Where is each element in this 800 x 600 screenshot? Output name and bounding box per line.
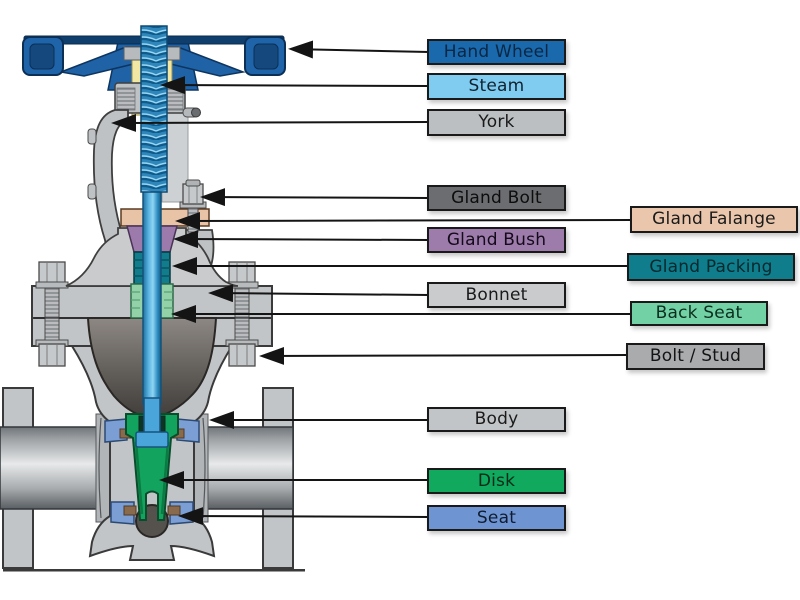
label-disk: Disk	[427, 468, 566, 494]
stem-graphic	[135, 25, 169, 448]
stud-right	[225, 261, 259, 367]
label-hand-wheel: Hand Wheel	[427, 39, 566, 65]
label-bonnet: Bonnet	[427, 282, 566, 308]
stud-left	[35, 261, 69, 367]
baseline-rule	[3, 569, 305, 572]
label-gland-bolt: Gland Bolt	[427, 185, 566, 211]
connector-gland-bolt	[200, 188, 430, 207]
label-gland-packing: Gland Packing	[627, 253, 795, 281]
connector-steam	[160, 76, 430, 95]
label-gland-falange: Gland Falange	[630, 206, 798, 233]
label-body: Body	[427, 407, 566, 432]
label-gland-bush: Gland Bush	[427, 227, 566, 253]
connector-york	[111, 113, 430, 132]
connector-hand-wheel	[288, 40, 430, 59]
label-seat: Seat	[427, 505, 566, 531]
label-back-seat: Back Seat	[630, 301, 768, 326]
connector-bonnet	[208, 284, 430, 303]
connector-gland-bush	[173, 230, 430, 249]
label-steam: Steam	[427, 73, 566, 100]
connector-seat	[178, 507, 430, 526]
connector-bolt-stud	[259, 346, 629, 365]
label-bolt-stud: Bolt / Stud	[626, 343, 765, 370]
connector-lines	[111, 40, 633, 526]
connector-gland-falange	[175, 211, 633, 230]
label-york: York	[427, 109, 566, 136]
